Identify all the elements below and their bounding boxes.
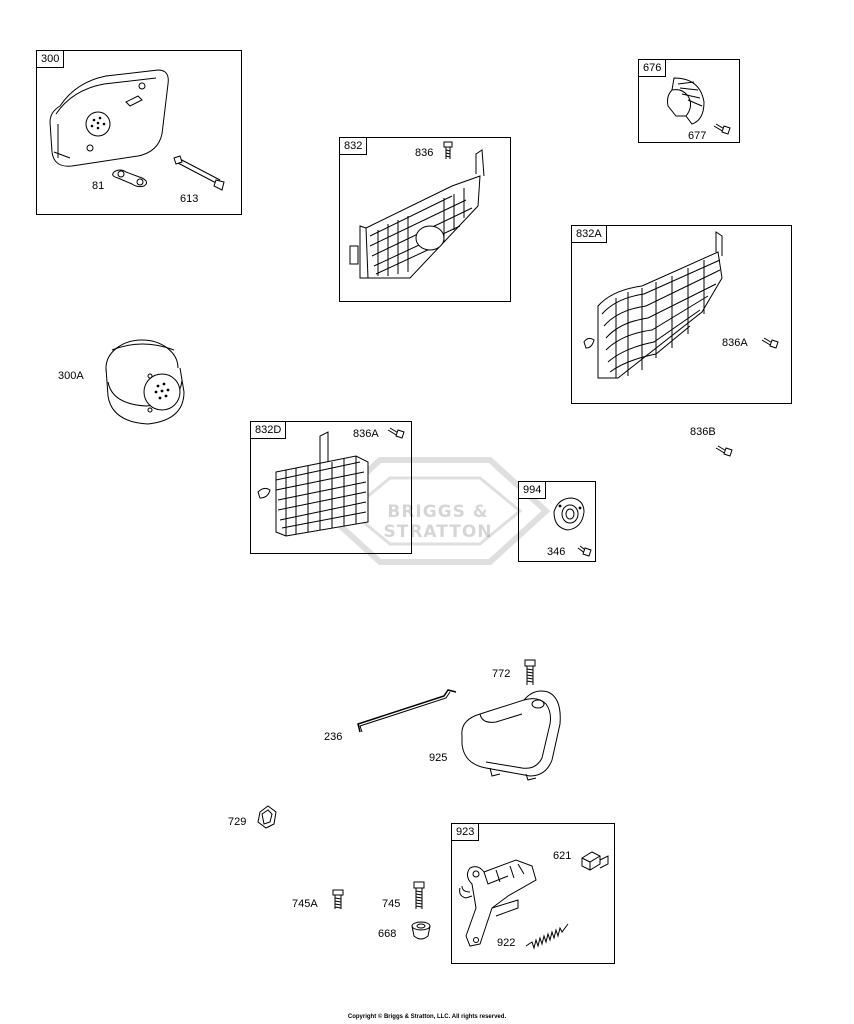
bolt-613-icon[interactable] (172, 156, 228, 192)
part-label-836a-right: 836A (722, 337, 748, 349)
deflector-994-icon[interactable] (550, 496, 588, 532)
part-label-922: 922 (497, 937, 516, 949)
clip-729-icon[interactable] (256, 804, 278, 830)
screw-745a-icon[interactable] (332, 890, 344, 910)
part-label-836a-832d: 836A (353, 428, 379, 440)
part-label-836b: 836B (690, 426, 716, 438)
part-label-346: 346 (547, 546, 566, 558)
part-label-300a: 300A (58, 370, 84, 382)
part-group-300[interactable]: 300 (36, 50, 242, 215)
part-label-677: 677 (688, 130, 707, 142)
part-group-832-tag: 832 (339, 137, 368, 155)
part-label-836: 836 (415, 147, 434, 159)
part-label-236: 236 (324, 731, 343, 743)
muffler-300-icon[interactable] (46, 66, 172, 174)
part-label-81: 81 (92, 180, 105, 192)
part-group-676[interactable]: 676 (638, 59, 740, 143)
copyright-notice: Copyright © Briggs & Stratton, LLC. All … (347, 1014, 507, 1020)
link-rod-236-icon[interactable] (356, 688, 458, 734)
part-group-832a-tag: 832A (571, 225, 607, 243)
part-label-613: 613 (180, 193, 199, 205)
screw-677-icon[interactable] (712, 122, 732, 136)
part-label-745a: 745A (292, 898, 318, 910)
screw-836a-icon[interactable] (760, 336, 780, 350)
part-group-832[interactable]: 832 (339, 137, 511, 302)
part-group-994-tag: 994 (518, 481, 547, 499)
wire-guard-832a-icon[interactable] (582, 230, 732, 388)
part-label-621: 621 (553, 850, 572, 862)
watermark-text: BRIGGS & STRATTON (383, 502, 493, 542)
part-group-832d-tag: 832D (250, 421, 287, 439)
bushing-668-icon[interactable] (410, 920, 432, 942)
part-group-994[interactable]: 994 (518, 481, 596, 562)
part-group-832a[interactable]: 832A (571, 225, 792, 404)
part-group-300-tag: 300 (36, 50, 65, 68)
part-label-745: 745 (382, 898, 401, 910)
shield-925-icon[interactable] (456, 684, 568, 782)
wire-guard-832d-icon[interactable] (256, 432, 376, 538)
muffler-guard-832-icon[interactable] (348, 146, 498, 288)
screw-745-icon[interactable] (413, 882, 425, 910)
screw-836a-small-icon[interactable] (386, 426, 406, 440)
part-label-729: 729 (228, 816, 247, 828)
part-group-923-tag: 923 (451, 823, 480, 841)
guard-676-icon[interactable] (664, 76, 710, 126)
governor-bracket-923-icon[interactable] (456, 852, 550, 950)
screw-836-icon[interactable] (442, 142, 454, 160)
gasket-81-icon[interactable] (110, 166, 152, 188)
muffler-300a-icon[interactable] (102, 334, 188, 430)
screw-772-icon[interactable] (524, 660, 536, 686)
spring-922-icon[interactable] (524, 920, 570, 950)
screw-346-icon[interactable] (576, 544, 592, 558)
screw-836b-icon[interactable] (714, 444, 734, 458)
part-label-668: 668 (378, 928, 397, 940)
part-label-772: 772 (492, 668, 511, 680)
part-group-923[interactable]: 923 (451, 823, 615, 964)
part-group-676-tag: 676 (638, 59, 667, 77)
part-label-925: 925 (429, 752, 448, 764)
bracket-621-icon[interactable] (578, 848, 610, 874)
part-group-832d[interactable]: 832D (250, 421, 412, 554)
